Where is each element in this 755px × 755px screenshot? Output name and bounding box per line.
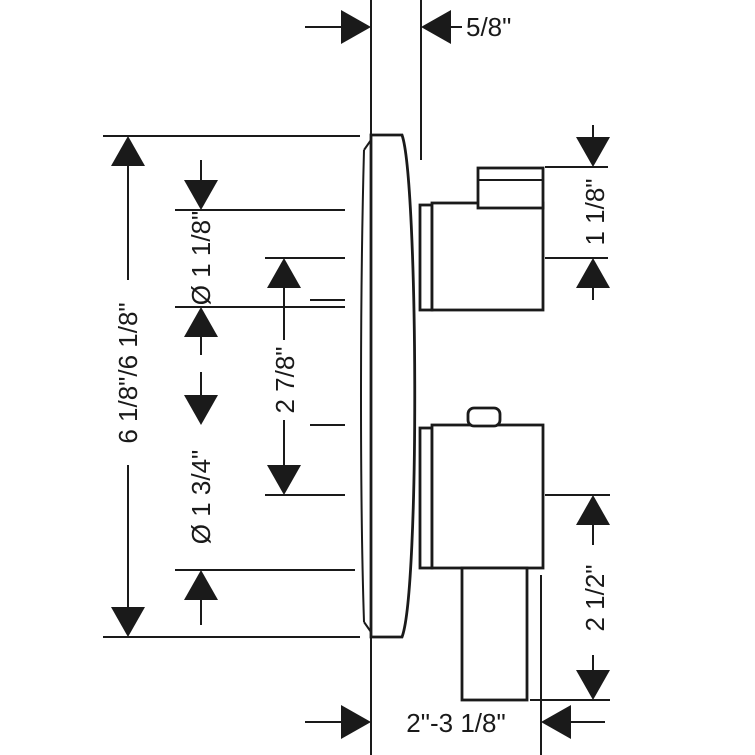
lower-handle [418, 406, 545, 702]
dimension-knob-depth: 2"-3 1/8" [305, 705, 605, 739]
dimension-lower-knob-diameter: Ø 1 3/4" [184, 372, 218, 625]
center-distance-label: 2 7/8" [270, 346, 300, 413]
dimension-lower-handle-height: 2 1/2" [576, 495, 610, 700]
dimension-upper-knob-diameter: Ø 1 1/8" [184, 160, 218, 355]
lower-handle-height-label: 2 1/2" [580, 564, 610, 631]
upper-knob-diameter-label: Ø 1 1/8" [186, 211, 216, 306]
dimension-plate-height: 6 1/8"/6 1/8" [111, 136, 145, 637]
dimension-wall-offset: 5/8" [305, 10, 511, 44]
upper-handle-height-label: 1 1/8" [580, 178, 610, 245]
extension-lines [103, 135, 610, 701]
dimension-upper-handle-height: 1 1/8" [576, 125, 610, 300]
upper-handle [418, 166, 545, 312]
lower-knob-diameter-label: Ø 1 3/4" [186, 450, 216, 545]
dimension-center-distance: 2 7/8" [267, 258, 301, 495]
knob-depth-label: 2"-3 1/8" [406, 708, 505, 738]
plate-height-label: 6 1/8"/6 1/8" [113, 302, 143, 443]
wall-offset-label: 5/8" [466, 12, 511, 42]
cover-plate [360, 133, 417, 639]
